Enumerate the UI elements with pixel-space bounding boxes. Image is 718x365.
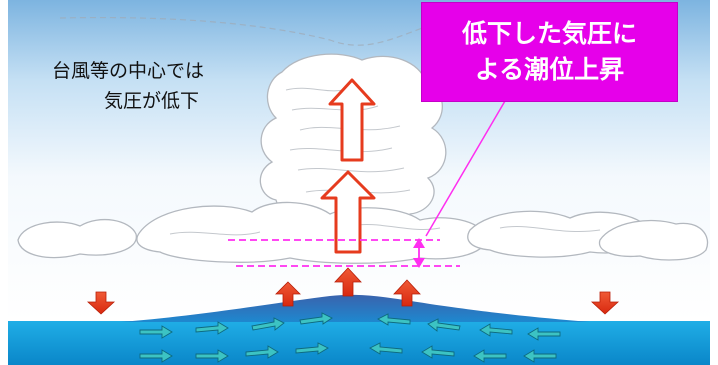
- current-arrow-icon: [523, 349, 557, 363]
- current-arrow-icon: [527, 327, 561, 341]
- current-arrow-icon: [299, 312, 333, 325]
- caption-line-2: 気圧が低下: [104, 90, 200, 112]
- up-arrow-icon: [275, 281, 301, 307]
- down-arrow-icon: [590, 291, 620, 315]
- current-arrow-icon: [195, 321, 229, 335]
- low-pressure-caption: 台風等の中心では 気圧が低下: [52, 56, 272, 116]
- current-arrow-icon: [421, 345, 455, 359]
- low-pressure-up-arrow-icon: [320, 170, 376, 254]
- callout-pointer-line: [425, 100, 506, 237]
- current-arrow-icon: [195, 349, 229, 363]
- current-arrow-icon: [295, 342, 329, 355]
- callout-line-2: よる潮位上昇: [474, 55, 625, 84]
- current-arrow-icon: [473, 349, 507, 363]
- double-headed-arrow-icon: [413, 238, 425, 268]
- callout-box: 低下した気圧に よる潮位上昇: [421, 2, 678, 102]
- callout-line-1: 低下した気圧に: [461, 19, 637, 48]
- current-arrow-icon: [377, 313, 411, 326]
- sea: [8, 321, 710, 365]
- down-arrow-icon: [86, 291, 116, 315]
- up-arrow-icon: [334, 267, 362, 297]
- current-arrow-icon: [139, 325, 173, 339]
- upper-cloud-line: [59, 16, 441, 46]
- current-arrow-icon: [245, 345, 279, 359]
- current-arrow-icon: [251, 317, 285, 331]
- sea-surface-hump: [120, 294, 590, 322]
- current-arrow-icon: [479, 323, 513, 337]
- current-arrow-icon: [427, 318, 461, 332]
- caption-line-1: 台風等の中心では: [52, 60, 205, 82]
- low-pressure-up-arrow-icon: [328, 78, 376, 162]
- current-arrow-icon: [139, 349, 173, 363]
- cloud-bank: [17, 201, 709, 264]
- up-arrow-icon: [393, 279, 421, 307]
- current-arrow-icon: [369, 342, 403, 355]
